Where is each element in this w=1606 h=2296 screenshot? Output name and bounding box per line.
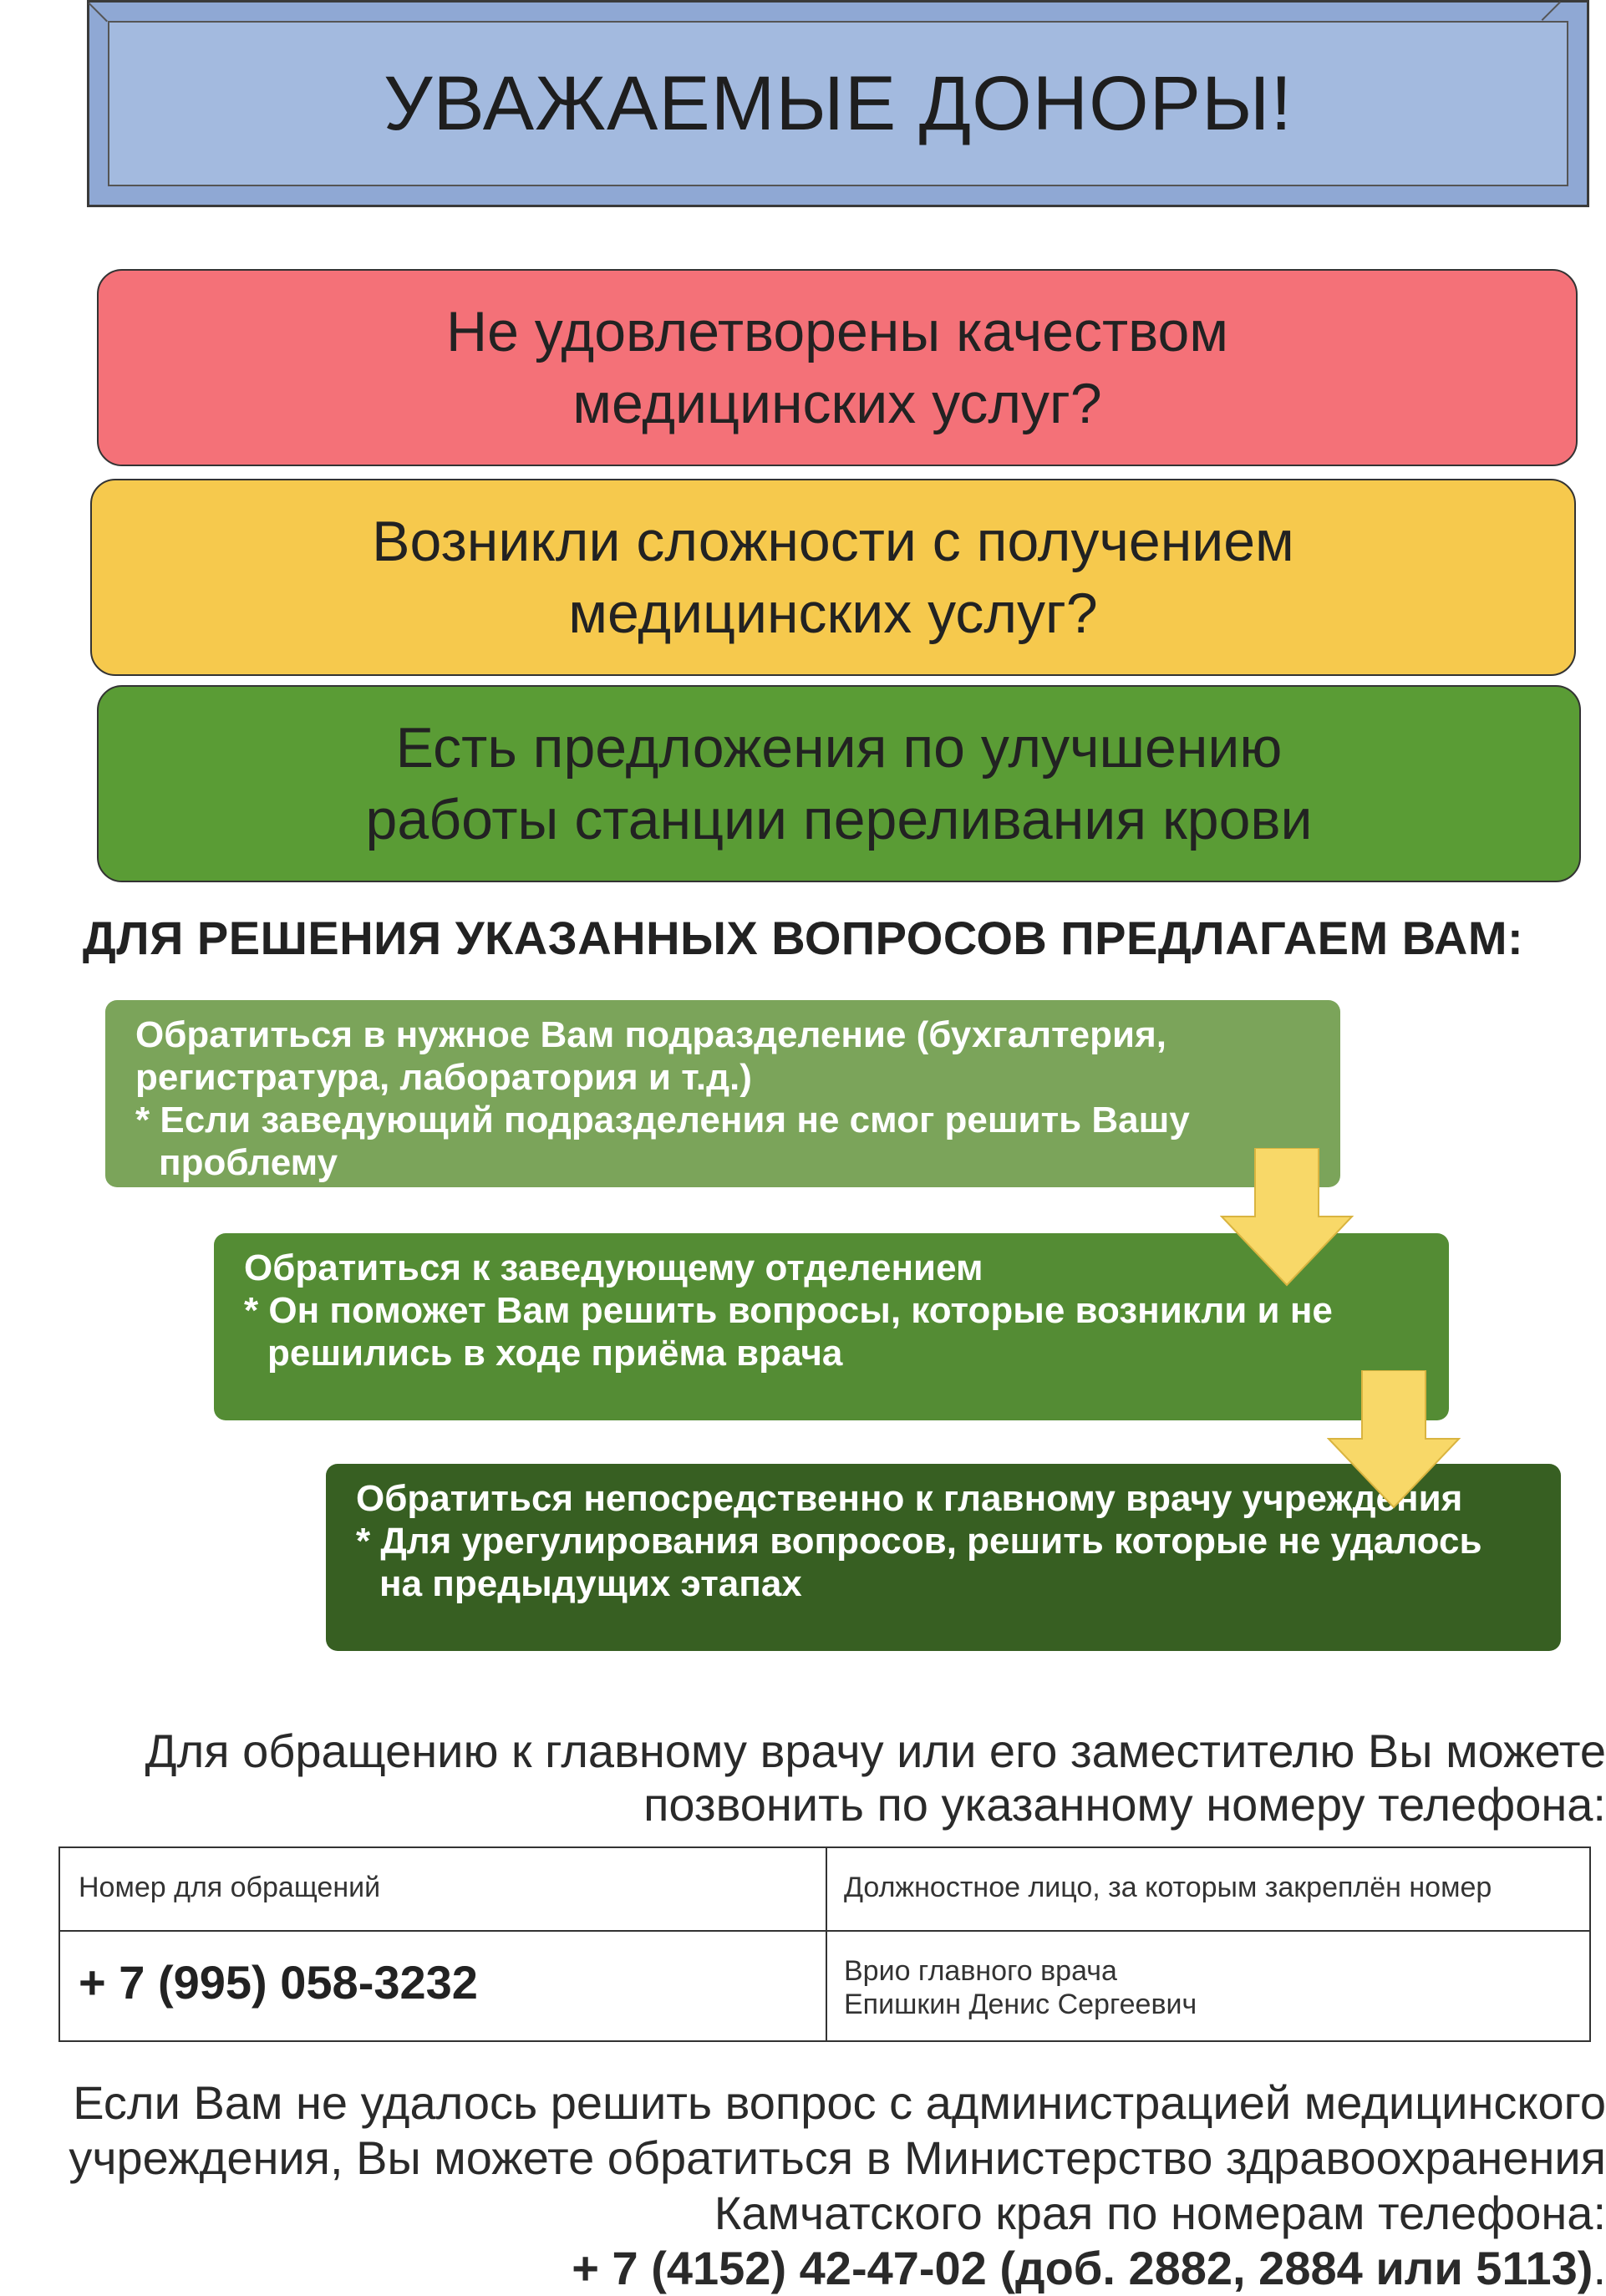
table-divider xyxy=(826,1848,827,2040)
contact-intro: Для обращению к главному врачу или его з… xyxy=(0,1725,1606,1831)
arrow-down-icon xyxy=(1220,1148,1354,1287)
title-inner: УВАЖАЕМЫЕ ДОНОРЫ! xyxy=(108,21,1568,186)
question-line: медицинских услуг? xyxy=(568,582,1098,645)
page-title: УВАЖАЕМЫЕ ДОНОРЫ! xyxy=(383,60,1293,146)
step-note: решились в ходе приёма врача xyxy=(267,1333,843,1374)
bevel-line xyxy=(1541,1,1561,21)
ministry-note: Если Вам не удалось решить вопрос с адми… xyxy=(0,2075,1606,2296)
step-note: * Он поможет Вам решить вопросы, которые… xyxy=(244,1290,1333,1331)
title-banner: УВАЖАЕМЫЕ ДОНОРЫ! xyxy=(87,0,1589,207)
ministry-phones: + 7 (4152) 42-47-02 (доб. 2882, 2884 или… xyxy=(0,2241,1606,2296)
contact-table: Номер для обращений Должностное лицо, за… xyxy=(58,1846,1591,2042)
question-difficulties: Возникли сложности с получением медицинс… xyxy=(90,479,1576,676)
ministry-line: Если Вам не удалось решить вопрос с адми… xyxy=(73,2076,1606,2129)
arrow-down-icon xyxy=(1327,1370,1461,1509)
step-department: Обратиться в нужное Вам подразделение (б… xyxy=(105,1000,1340,1187)
official-title: Врио главного врача xyxy=(844,1955,1117,1987)
official-name: Епишкин Денис Сергеевич xyxy=(844,1989,1197,2020)
question-line: Не удовлетворены качеством xyxy=(445,300,1229,363)
question-line: медицинских услуг? xyxy=(572,372,1102,435)
table-divider xyxy=(60,1930,1589,1932)
step-line: Обратиться к заведующему отделением xyxy=(244,1247,983,1288)
ministry-line: учреждения, Вы можете обратиться в Минис… xyxy=(69,2131,1606,2184)
step-note: на предыдущих этапах xyxy=(379,1563,802,1604)
step-note: * Если заведующий подразделения не смог … xyxy=(135,1100,1190,1140)
column-header-number: Номер для обращений xyxy=(79,1872,381,1903)
contact-intro-line: Для обращению к главному врачу или его з… xyxy=(145,1725,1606,1777)
ministry-phone-numbers: + 7 (4152) 42-47-02 (доб. 2882, 2884 или… xyxy=(572,2242,1593,2294)
step-note: проблему xyxy=(159,1142,338,1183)
question-quality: Не удовлетворены качеством медицинских у… xyxy=(97,269,1578,466)
step-head-of-department: Обратиться к заведующему отделением * Он… xyxy=(214,1233,1449,1420)
step-line: регистратура, лаборатория и т.д.) xyxy=(135,1057,752,1098)
bevel-line xyxy=(88,3,108,23)
step-note: * Для урегулирования вопросов, решить ко… xyxy=(356,1521,1482,1562)
step-line: Обратиться в нужное Вам подразделение (б… xyxy=(135,1014,1166,1055)
contact-intro-line: позвонить по указанному номеру телефона: xyxy=(643,1778,1606,1831)
question-line: работы станции переливания крови xyxy=(365,788,1313,851)
ministry-period: . xyxy=(1593,2242,1606,2294)
question-suggestions: Есть предложения по улучшению работы ста… xyxy=(97,685,1581,882)
question-line: Есть предложения по улучшению xyxy=(395,716,1283,780)
phone-number: + 7 (995) 058-3232 xyxy=(79,1956,478,2009)
ministry-line: Камчатского края по номерам телефона: xyxy=(714,2187,1606,2239)
question-line: Возникли сложности с получением xyxy=(372,510,1294,573)
step-line: Обратиться непосредственно к главному вр… xyxy=(356,1478,1463,1519)
column-header-official: Должностное лицо, за которым закреплён н… xyxy=(844,1872,1492,1903)
proposal-heading: ДЛЯ РЕШЕНИЯ УКАЗАННЫХ ВОПРОСОВ ПРЕДЛАГАЕ… xyxy=(82,912,1524,964)
step-chief-physician: Обратиться непосредственно к главному вр… xyxy=(326,1464,1561,1651)
